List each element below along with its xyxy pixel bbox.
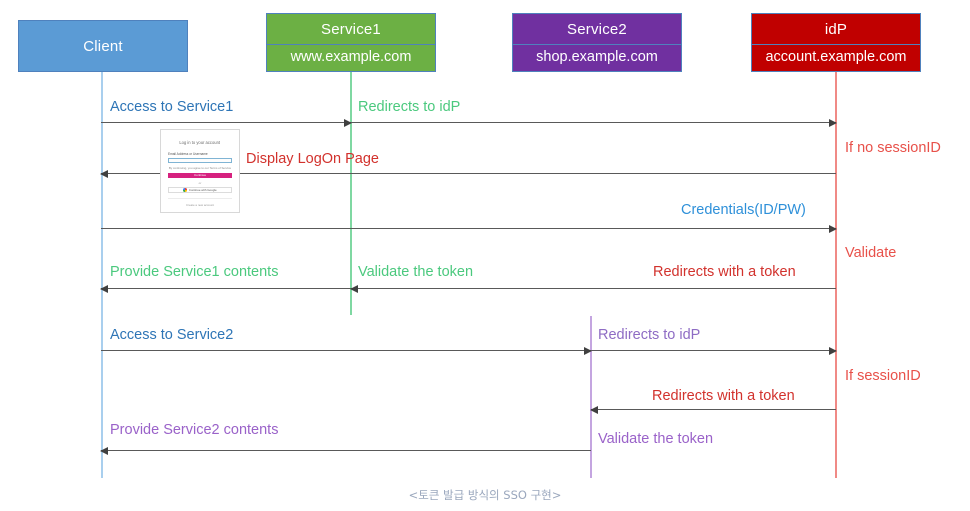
logon-thumb-continue-button: Continue bbox=[168, 172, 232, 178]
message-arrow-m2 bbox=[351, 118, 837, 127]
message-label-m10: Access to Service2 bbox=[110, 327, 234, 343]
actor-service2-title: Service2 bbox=[567, 20, 627, 38]
logon-thumb-divider: or bbox=[198, 180, 202, 185]
actor-service1-subtitle: www.example.com bbox=[267, 44, 435, 71]
actor-idp-subtitle: account.example.com bbox=[752, 44, 920, 71]
diagram-caption: <토큰 발급 방식의 SSO 구현> bbox=[408, 488, 562, 502]
logon-thumb-title: Log in to your account bbox=[179, 140, 221, 146]
message-arrow-m15 bbox=[100, 446, 591, 455]
logon-thumb-email-field bbox=[168, 157, 232, 163]
lifeline-service1 bbox=[350, 72, 352, 315]
message-arrow-m11 bbox=[591, 346, 837, 355]
message-label-m11: Redirects to idP bbox=[598, 327, 701, 343]
logon-thumb-google-button: Continue with Google bbox=[168, 187, 232, 193]
actor-idp-title: idP bbox=[824, 20, 848, 38]
logon-thumb-footer: Create a new account bbox=[168, 198, 232, 207]
lifeline-service2 bbox=[590, 316, 592, 478]
message-label-m2: Redirects to idP bbox=[358, 99, 461, 115]
logon-page-thumbnail: Log in to your account Email Address or … bbox=[160, 129, 240, 213]
message-label-m6: Validate bbox=[845, 245, 897, 261]
message-arrow-m9 bbox=[100, 284, 351, 293]
actor-client-title: Client bbox=[83, 37, 123, 55]
actor-service1[interactable]: Service1 www.example.com bbox=[266, 13, 436, 72]
message-label-m8: Validate the token bbox=[358, 264, 474, 280]
message-arrow-m5 bbox=[101, 224, 837, 233]
message-arrow-m7 bbox=[350, 284, 836, 293]
message-arrow-m10 bbox=[101, 346, 592, 355]
message-arrow-m1 bbox=[101, 118, 352, 127]
message-label-m4: Display LogOn Page bbox=[246, 151, 379, 167]
message-arrow-m13 bbox=[590, 405, 836, 414]
message-label-m1: Access to Service1 bbox=[110, 99, 234, 115]
logon-thumb-note: By continuing, you agree to our Terms of… bbox=[168, 165, 232, 170]
actor-idp[interactable]: idP account.example.com bbox=[751, 13, 921, 72]
message-arrow-m4 bbox=[100, 169, 836, 178]
logon-thumb-google-label: Continue with Google bbox=[188, 188, 217, 192]
actor-service1-title: Service1 bbox=[321, 20, 381, 38]
lifeline-client bbox=[101, 72, 103, 478]
message-label-m15: Provide Service2 contents bbox=[110, 422, 279, 438]
actor-service2[interactable]: Service2 shop.example.com bbox=[512, 13, 682, 72]
message-label-m7: Redirects with a token bbox=[653, 264, 796, 280]
actor-client[interactable]: Client bbox=[18, 20, 188, 72]
message-label-m9: Provide Service1 contents bbox=[110, 264, 279, 280]
google-icon bbox=[183, 188, 187, 192]
logon-thumb-field-label: Email Address or Username bbox=[168, 152, 208, 156]
lifeline-idp bbox=[835, 72, 837, 478]
message-label-m12: If sessionID bbox=[845, 368, 921, 384]
message-label-m13: Redirects with a token bbox=[652, 388, 795, 404]
message-label-m5: Credentials(ID/PW) bbox=[681, 202, 806, 218]
message-label-m14: Validate the token bbox=[598, 431, 714, 447]
actor-service2-subtitle: shop.example.com bbox=[513, 44, 681, 71]
message-label-m3: If no sessionID bbox=[845, 140, 941, 156]
